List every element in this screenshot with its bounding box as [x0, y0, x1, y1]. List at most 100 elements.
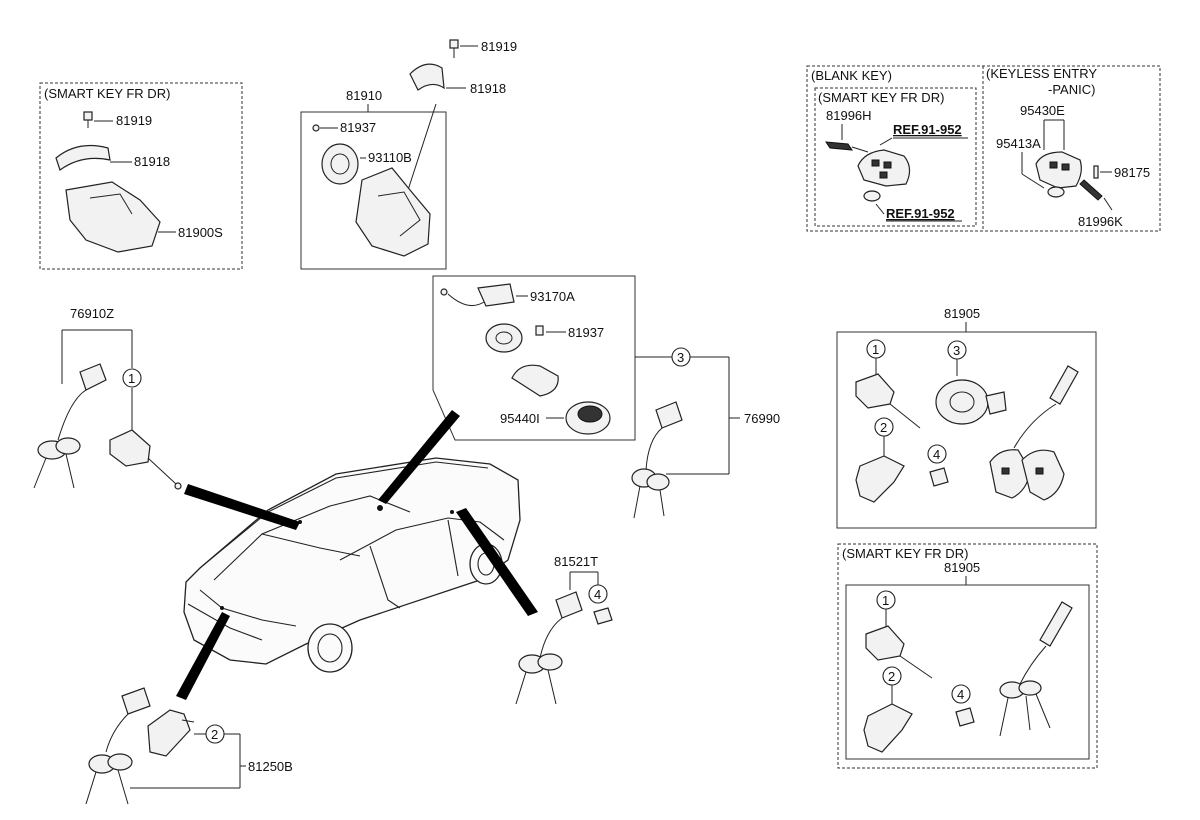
- smart-key-fr-dr-group: (SMART KEY FR DR) 81919 81918 81900S: [39, 82, 243, 270]
- label-81905-top: 81905: [944, 306, 980, 321]
- label-81937-mid: 81937: [568, 325, 604, 340]
- blank-key-keyless-group: (BLANK KEY) (SMART KEY FR DR) 81996H REF…: [806, 65, 1161, 232]
- smart-set-inner-box: [845, 584, 1090, 760]
- door-cylinder-set: [855, 373, 895, 409]
- fob-battery-left: [863, 190, 881, 202]
- bracket-clamp-part: [511, 364, 559, 397]
- label-81996H: 81996H: [826, 108, 872, 123]
- keyless-fob: [1035, 151, 1082, 189]
- switch-93170A: [477, 283, 515, 307]
- label-98175: 98175: [1114, 165, 1150, 180]
- ignition-cylinder-set: [935, 379, 989, 425]
- bracket-part: [55, 145, 111, 171]
- key-tag-smart-set: [1039, 601, 1073, 647]
- ignition-lock-group: 81919 81918 81910 81937 93110B: [300, 39, 517, 270]
- ignition-switch-box: [432, 275, 636, 441]
- bracket-81918-top: [409, 63, 445, 91]
- blank-key-title: (BLANK KEY): [811, 68, 892, 83]
- callout-1-set-text: 1: [872, 342, 879, 357]
- key-tag-mid: [655, 401, 683, 429]
- steering-lock-body: [355, 167, 431, 257]
- key-tag-81521T: [555, 591, 583, 619]
- callout-3-set-text: 3: [953, 343, 960, 358]
- arrow-front-door: [456, 508, 538, 616]
- trunk-cylinder: [147, 709, 191, 757]
- label-81996K: 81996K: [1078, 214, 1123, 229]
- arrow-trunk: [176, 612, 230, 700]
- lock-cylinder-part: [321, 143, 359, 185]
- callout-4-set: [927, 444, 947, 464]
- callout-2-smart-set-text: 2: [888, 669, 895, 684]
- lock-assembly-part: [65, 181, 161, 253]
- screw-81919-top: [449, 39, 459, 58]
- blank-key-smart-title: (SMART KEY FR DR): [818, 90, 944, 105]
- ignition-lock-box: [300, 111, 447, 270]
- rear-wheel: [307, 623, 353, 673]
- keyless-key-blade: [1079, 179, 1103, 201]
- label-95413A: 95413A: [996, 136, 1041, 151]
- trunk-cylinder-set: [855, 455, 905, 503]
- callout-1-left: [122, 368, 142, 388]
- key-tag-left: [79, 363, 107, 391]
- arrow-door-lock: [184, 484, 300, 530]
- keyless-entry-title-line2: -PANIC): [1048, 82, 1095, 97]
- lock-81521T-group: 81521T 4: [515, 554, 613, 705]
- key-tag-trunk: [121, 687, 151, 715]
- keyless-entry-title-line1: (KEYLESS ENTRY: [986, 66, 1097, 81]
- label-81918-top: 81918: [470, 81, 506, 96]
- door-cylinder-smart-set: [865, 625, 905, 661]
- lock-set-81905-group: 81905 1 3 2 4: [836, 306, 1097, 529]
- smart-key-fr-dr-box: [39, 82, 243, 270]
- label-93170A: 93170A: [530, 289, 575, 304]
- callout-4-set-text: 4: [933, 447, 940, 462]
- label-81918-left: 81918: [134, 154, 170, 169]
- callout-3-mid-text: 3: [677, 350, 684, 365]
- smart-set-outer-box: [837, 543, 1098, 769]
- car-illustration: [183, 457, 521, 673]
- label-95440I: 95440I: [500, 411, 540, 426]
- key-head-mid-2: [646, 473, 670, 491]
- smart-fob-set-1: [989, 449, 1031, 499]
- label-76990: 76990: [744, 411, 780, 426]
- label-93110B: 93110B: [368, 150, 412, 165]
- screw-part: [83, 111, 93, 128]
- label-81937-top: 81937: [340, 120, 376, 135]
- cap-part-4: [593, 607, 613, 625]
- label-81250B: 81250B: [248, 759, 293, 774]
- smart-fob-set-2: [1021, 449, 1065, 501]
- cap-set: [929, 467, 949, 487]
- smart-key-fr-dr-set-group: (SMART KEY FR DR) 81905 1 2 4: [837, 543, 1098, 769]
- ref-91-952-bottom: REF.91-952: [886, 206, 955, 221]
- callout-2-set-text: 2: [880, 420, 887, 435]
- callout-1-smart-set-text: 1: [882, 593, 889, 608]
- label-81919-left: 81919: [116, 113, 152, 128]
- door-cylinder-left: [109, 429, 151, 467]
- callout-1-left-text: 1: [128, 371, 135, 386]
- key-head-left-2: [55, 437, 81, 455]
- door-lock-76910Z-group: 76910Z 1: [33, 306, 182, 490]
- label-81910: 81910: [346, 88, 382, 103]
- trunk-cylinder-smart-set: [863, 703, 913, 753]
- callout-4-81521T-text: 4: [594, 587, 601, 602]
- keyless-battery: [1047, 186, 1065, 198]
- cap-smart-set: [955, 707, 975, 727]
- callout-2-trunk-text: 2: [211, 727, 218, 742]
- smart-key-fr-dr-title: (SMART KEY FR DR): [44, 86, 170, 101]
- arrow-ignition: [378, 410, 460, 504]
- label-81900S: 81900S: [178, 225, 223, 240]
- callout-4-smart-set: [951, 684, 971, 704]
- key-pin-98175: [1093, 165, 1099, 179]
- label-81905-bottom: 81905: [944, 560, 980, 575]
- lock-set-box: [836, 331, 1097, 529]
- label-95430E: 95430E: [1020, 103, 1065, 118]
- callout-4-smart-set-text: 4: [957, 687, 964, 702]
- label-81919-top: 81919: [481, 39, 517, 54]
- blank-key-inner-box: [814, 87, 977, 227]
- car-ignition-point: [377, 505, 383, 511]
- label-81521T: 81521T: [554, 554, 598, 569]
- smart-set-title: (SMART KEY FR DR): [842, 546, 968, 561]
- ref-91-952-top: REF.91-952: [893, 122, 962, 137]
- label-76910Z: 76910Z: [70, 306, 114, 321]
- ignition-cylinder-part: [485, 323, 523, 353]
